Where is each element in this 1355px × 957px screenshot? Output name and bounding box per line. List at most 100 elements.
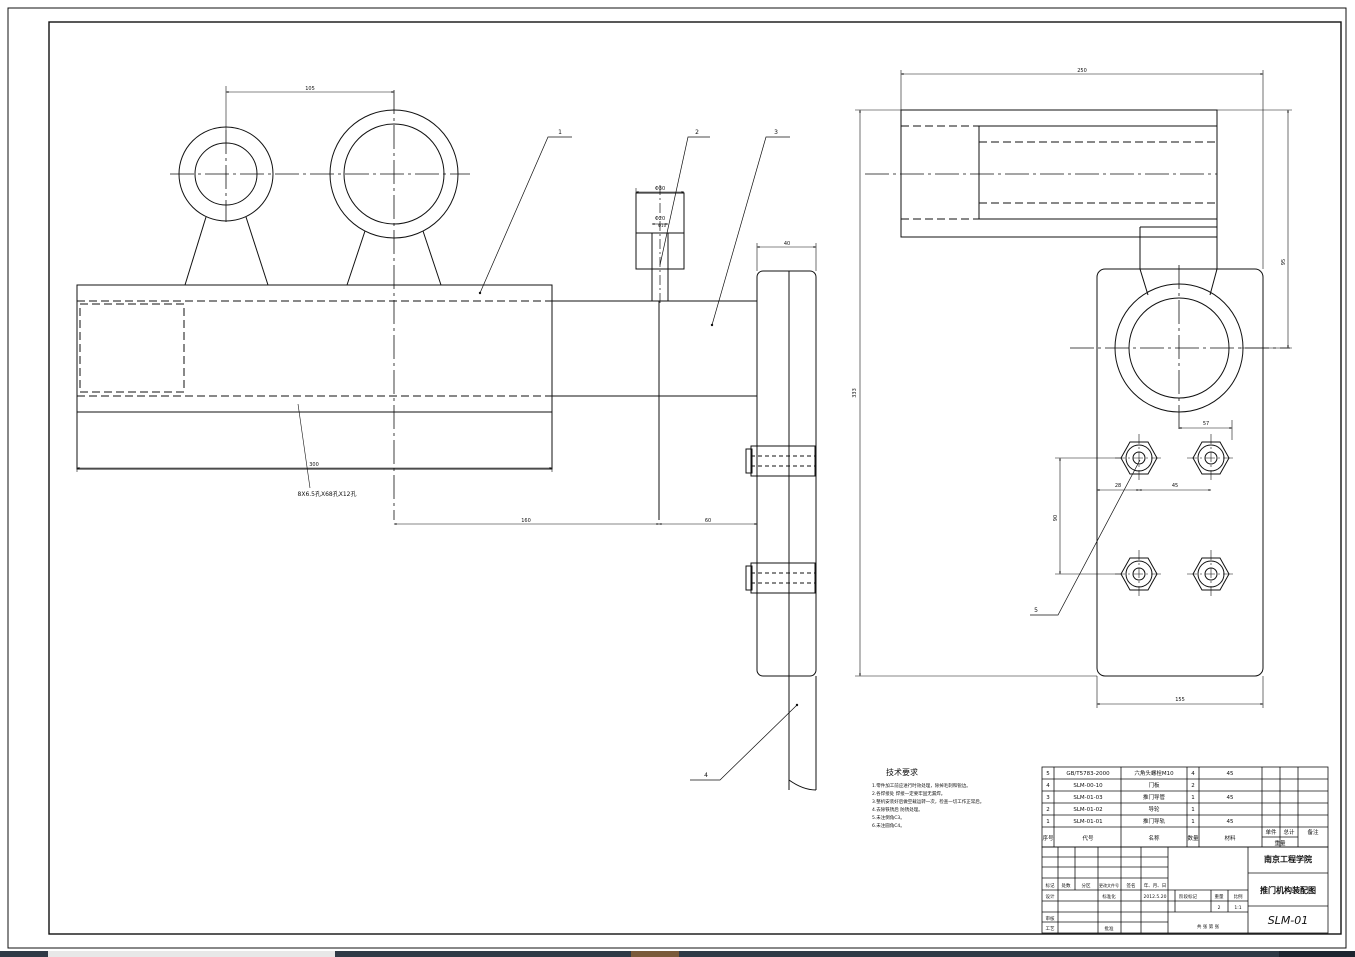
taskbar-segment [335,951,631,957]
guide-rail-body [76,284,553,413]
balloon-2: 2 [695,129,699,136]
taskbar-segment [0,951,48,957]
drawing-number: SLM-01 [1268,914,1309,927]
stage-mark-label: 阶段标记 [1179,893,1197,900]
door-plate-front [756,270,817,677]
dim-d30: Φ30 [655,186,665,192]
bom-header-unit: 单件 [1265,828,1277,836]
bom-qty: 1 [1191,819,1195,825]
note-line: 6.未注圆角C4。 [872,822,905,829]
bolt-heads [1120,441,1230,591]
approve-label: 批准 [1105,925,1114,932]
bom-material: 45 [1227,795,1234,801]
sheet-label: 共 张 第 张 [1197,923,1220,930]
bom-qty: 4 [1191,771,1195,777]
note-line: 1.零件加工前应进行时效处理，除掉毛刺和锐边。 [872,782,971,789]
bom-header-material: 材料 [1224,834,1236,842]
dim-155: 155 [1175,697,1185,703]
bom-code: SLM-01-01 [1073,819,1102,825]
row-label-mark: 标记 [1046,882,1055,889]
bom-text: 5 GB/T5783-2000 六角头螺栓M10 4 45 4 SLM-00-1… [1042,769,1319,847]
outer-border [7,7,1347,949]
bom-material: 45 [1227,819,1234,825]
bom-material: 45 [1227,771,1234,777]
dim-300: 300 [309,462,319,468]
dim-28: 28 [1115,483,1121,489]
balloon-3: 3 [774,129,778,136]
col-label-doc: 更改文件号 [1099,882,1119,888]
leaders [479,136,1141,781]
std-label: 标准化 [1102,893,1116,900]
dim-250: 250 [1077,68,1087,74]
sheet-count: 2 [1218,905,1221,911]
title-block-text: 南京工程学院 推门机构装配图 SLM-01 2012.5.20 阶段标记 重量 … [1046,854,1317,932]
bom-no: 5 [1046,771,1050,777]
bom-header-remark: 备注 [1307,828,1319,836]
col-label-zone: 分区 [1082,882,1091,889]
dim-d10: Φ10 [658,223,667,228]
note-line: 2.各焊接处 焊接一定要牢固无漏焊。 [872,790,945,797]
bom-no: 2 [1046,807,1050,813]
front-view [76,90,817,791]
row-label-design: 设计 [1046,893,1055,900]
bracket [1139,226,1218,296]
ratio-label: 比例 [1234,893,1243,900]
bom-name: 六角头螺栓M10 [1134,769,1174,777]
col-label-date: 年、月、日 [1144,882,1167,889]
bom-name: 导轮 [1148,805,1160,813]
bom-code: SLM-01-02 [1073,807,1102,813]
bom-no: 1 [1046,819,1050,825]
bom-header-no: 序号 [1042,834,1054,842]
technical-notes: 技术要求 1.零件加工前应进行时效处理，除掉毛刺和锐边。 2.各焊接处 焊接一定… [872,767,984,829]
dim-40: 40 [784,241,790,247]
side-view-dimensions [855,70,1292,708]
balloon-5: 5 [1034,607,1038,614]
dim-333: 333 [852,388,858,398]
dim-160: 160 [521,518,531,524]
weight-label: 重量 [1215,893,1224,900]
drawing-name: 推门机构装配图 [1260,885,1316,895]
front-view-dimensions [76,86,817,530]
dim-60: 60 [705,518,711,524]
dim-45: 45 [1172,483,1178,489]
bom-no: 3 [1046,795,1050,801]
bom-no: 4 [1046,783,1050,789]
bom-header-total: 总计 [1283,828,1295,836]
upper-housing [900,109,1218,238]
row-label-process: 工艺 [1046,926,1055,932]
bom-name: 推门导轨 [1143,817,1166,825]
bom-header-weight: 重量 [1274,839,1286,847]
tube-note: 8X6.5孔X68孔X12孔 [298,490,357,498]
dim-90: 90 [1053,515,1059,521]
dim-d20: Φ20 [655,216,665,222]
bom-code: SLM-00-10 [1073,783,1103,789]
taskbar-segment [631,951,679,957]
notes-title: 技术要求 [886,767,918,777]
bom-qty: 2 [1191,783,1195,789]
taskbar-segment [679,951,1279,957]
side-view [865,109,1290,677]
dim-105: 105 [305,86,315,92]
col-label-count: 处数 [1062,882,1071,889]
balloon-4: 4 [704,772,708,779]
note-line: 5.未注倒角C3。 [872,814,905,821]
bom-header-qty: 数量 [1187,834,1199,842]
dim-95: 95 [1281,259,1287,265]
balloon-1: 1 [558,129,562,136]
dim-57: 57 [1203,421,1209,427]
bom-header-code: 代号 [1082,834,1094,842]
bom-name: 推门导管 [1143,793,1166,801]
drawing-date: 2012.5.20 [1144,894,1167,900]
bom-header-name: 名称 [1148,834,1160,842]
col-label-sign: 签名 [1127,882,1136,889]
bom-name: 门板 [1148,781,1160,789]
scale-value: 1:1 [1234,905,1241,911]
inner-frame [48,21,1342,935]
taskbar-segment [1279,951,1355,957]
bom-code: SLM-01-03 [1073,795,1103,801]
school-name: 南京工程学院 [1264,854,1312,864]
bom-qty: 1 [1191,807,1195,813]
door-plate-side [1096,268,1264,677]
row-label-review: 审核 [1046,915,1055,922]
